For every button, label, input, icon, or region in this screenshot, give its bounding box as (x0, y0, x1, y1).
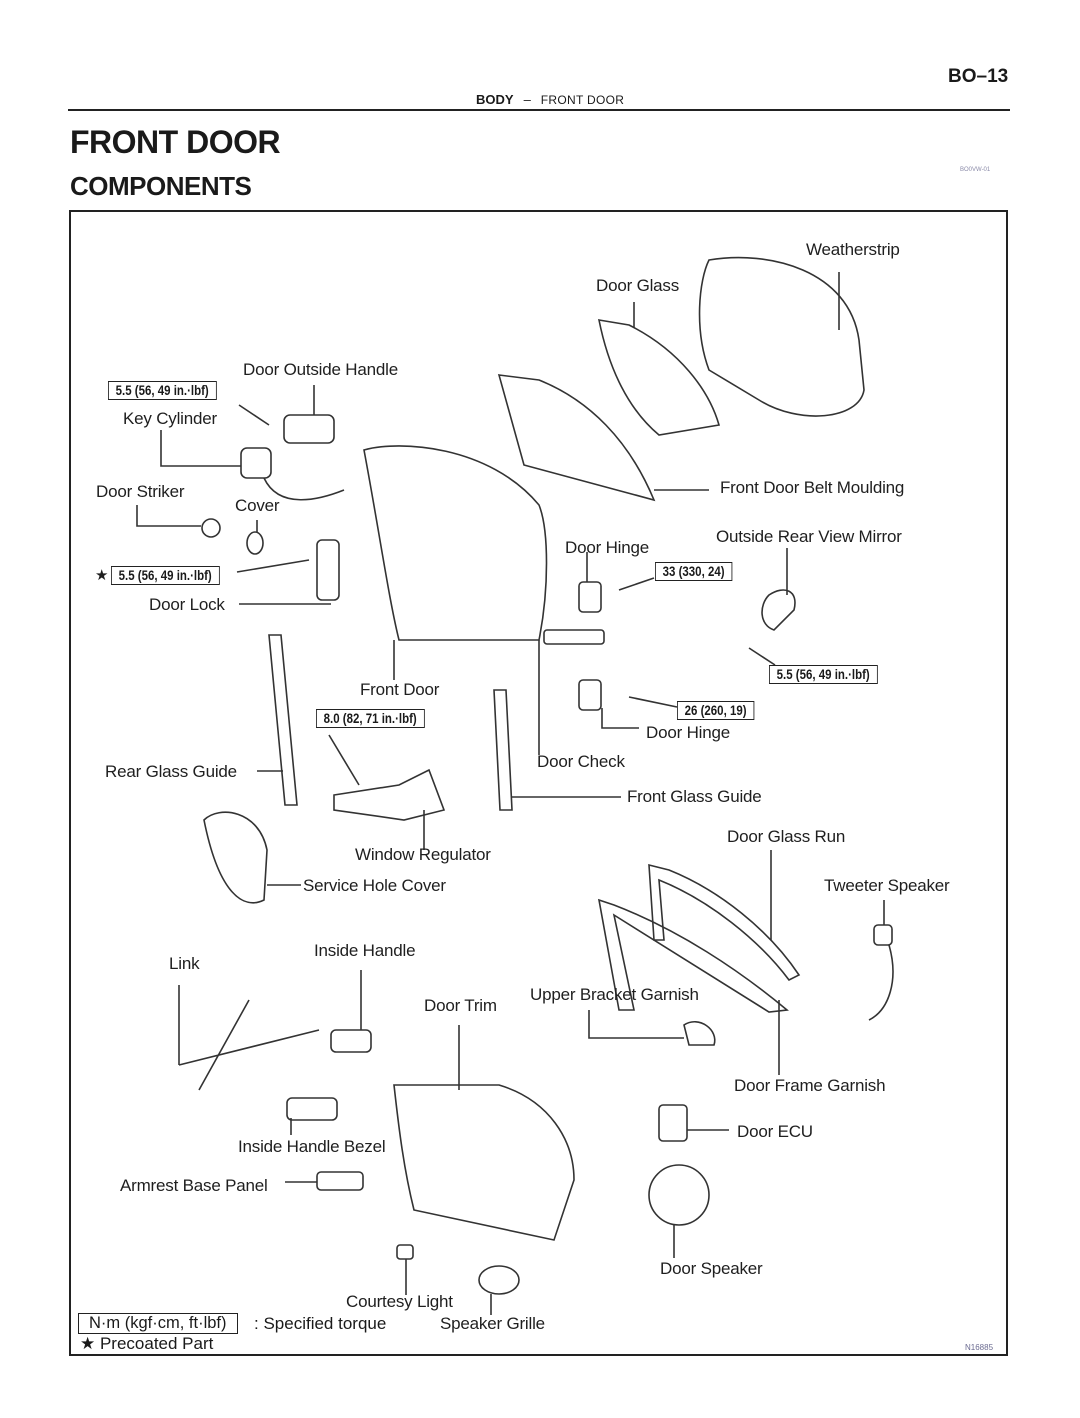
page-title: FRONT DOOR (70, 124, 281, 160)
torque-mirror: 5.5 (56, 49 in.·lbf) (769, 665, 878, 684)
torque-window-regulator: 8.0 (82, 71 in.·lbf) (316, 709, 425, 728)
handle-cable (263, 477, 345, 501)
door-trim-part (393, 1084, 575, 1241)
separator: – (523, 92, 531, 107)
leader-line (238, 404, 270, 426)
header-rule (68, 109, 1010, 111)
leader-line (748, 647, 776, 666)
label-door-glass: Door Glass (596, 276, 680, 295)
torque-door-hinge-lower: 26 (260, 19) (677, 701, 755, 720)
label-outside-rear-view-mirror: Outside Rear View Mirror (716, 527, 902, 546)
outside-handle-part (283, 414, 335, 444)
speaker-grille-part (478, 1265, 520, 1295)
tweeter-part (873, 924, 893, 946)
label-front-door: Front Door (360, 680, 440, 699)
leader-line (628, 696, 678, 708)
label-front-glass-guide: Front Glass Guide (627, 787, 762, 806)
courtesy-light-part (396, 1244, 414, 1260)
door-glass-run-part (648, 863, 801, 982)
label-upper-bracket-garnish: Upper Bracket Garnish (530, 985, 699, 1004)
legend-torque-unit: N·m (kgf·cm, ft·lbf) (78, 1313, 238, 1334)
front-glass-guide-part (493, 689, 513, 811)
door-glass-part (597, 319, 721, 436)
label-window-regulator: Window Regulator (355, 845, 491, 864)
legend-precoated: ★ Precoated Part (80, 1334, 214, 1353)
label-door-hinge-lower: Door Hinge (646, 723, 730, 742)
label-cover: Cover (235, 496, 280, 515)
subsection-name: FRONT DOOR (540, 93, 625, 107)
label-door-hinge-upper: Door Hinge (565, 538, 649, 557)
leader-line (601, 708, 639, 729)
door-striker-part (201, 518, 221, 538)
leader-line (328, 734, 360, 786)
mirror-part (761, 589, 796, 631)
lower-hinge-part (578, 679, 602, 711)
label-front-door-belt-moulding: Front Door Belt Moulding (720, 478, 905, 497)
torque-door-hinge-upper: 33 (330, 24) (655, 562, 733, 581)
label-speaker-grille: Speaker Grille (440, 1314, 545, 1333)
link-part (178, 999, 320, 1091)
label-weatherstrip: Weatherstrip (806, 240, 900, 259)
torque-door-lock: 5.5 (56, 49 in.·lbf) (111, 566, 220, 585)
label-tweeter-speaker: Tweeter Speaker (824, 876, 950, 895)
label-door-ecu: Door ECU (737, 1122, 813, 1141)
page-code: BO–13 (948, 66, 1009, 87)
label-service-hole-cover: Service Hole Cover (303, 876, 446, 895)
door-ecu-part (658, 1104, 688, 1142)
label-door-outside-handle: Door Outside Handle (243, 360, 398, 379)
label-door-check: Door Check (537, 752, 625, 771)
label-inside-handle: Inside Handle (314, 941, 416, 960)
armrest-base-panel-part (316, 1171, 364, 1191)
label-door-trim: Door Trim (424, 996, 497, 1015)
weatherstrip-part (698, 256, 865, 417)
page-subtitle: COMPONENTS (70, 171, 252, 201)
rear-glass-guide-part (268, 634, 298, 806)
front-door-part (363, 445, 548, 641)
label-courtesy-light: Courtesy Light (346, 1292, 453, 1311)
window-regulator-part (333, 768, 446, 821)
belt-moulding-part (497, 374, 656, 502)
leader-line (588, 1010, 684, 1039)
label-armrest-base-panel: Armrest Base Panel (120, 1176, 268, 1195)
label-inside-handle-bezel: Inside Handle Bezel (238, 1137, 386, 1156)
leader-line (136, 505, 201, 527)
torque-key-cylinder: 5.5 (56, 49 in.·lbf) (108, 381, 217, 400)
components-figure (69, 210, 1008, 1356)
label-link: Link (169, 954, 200, 973)
leader-line (236, 559, 310, 573)
leader-line (160, 430, 241, 467)
door-check-part (543, 629, 605, 645)
label-door-speaker: Door Speaker (660, 1259, 763, 1278)
label-door-striker: Door Striker (96, 482, 185, 501)
precoated-star-icon: ★ (95, 567, 109, 584)
upper-hinge-part (578, 581, 602, 613)
label-door-frame-garnish: Door Frame Garnish (734, 1076, 886, 1095)
label-door-glass-run: Door Glass Run (727, 827, 846, 846)
section-name: BODY (476, 92, 514, 107)
inside-handle-bezel-part (286, 1097, 338, 1121)
figure-code: N16885 (965, 1343, 994, 1352)
document-id: BO0VW-01 (960, 167, 991, 173)
running-head: BODY–FRONT DOOR (476, 92, 624, 107)
door-lock-part (316, 539, 340, 601)
legend-torque-text: : Specified torque (254, 1314, 387, 1333)
upper-bracket-garnish-part (683, 1021, 716, 1046)
label-key-cylinder: Key Cylinder (123, 409, 217, 428)
cover-part (246, 531, 264, 555)
key-cylinder-part (240, 447, 272, 479)
door-glass-run-part-2 (597, 898, 789, 1013)
door-speaker-part (648, 1164, 710, 1226)
exploded-diagram (136, 256, 894, 1315)
tweeter-cable (868, 944, 894, 1021)
inside-handle-part (330, 1029, 372, 1053)
label-door-lock: Door Lock (149, 595, 225, 614)
label-rear-glass-guide: Rear Glass Guide (105, 762, 237, 781)
service-hole-cover-part (203, 811, 268, 904)
leader-line (618, 577, 655, 591)
